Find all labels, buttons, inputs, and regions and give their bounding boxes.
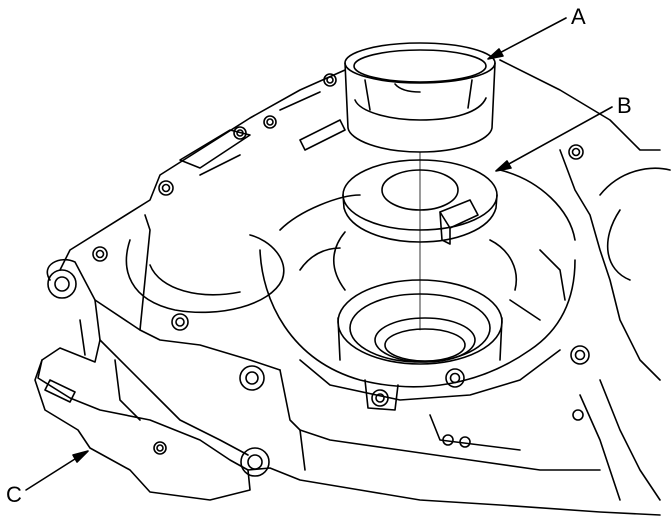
- transmission-case: [34, 59, 671, 516]
- leader-line-a: [487, 17, 567, 60]
- bearing-race-part-a: [344, 42, 496, 153]
- callout-label-b: B: [617, 93, 632, 118]
- leader-line-b: [495, 106, 613, 172]
- callout-label-a: A: [571, 4, 586, 29]
- leader-line-c: [25, 450, 89, 491]
- callout-label-c: C: [6, 482, 22, 507]
